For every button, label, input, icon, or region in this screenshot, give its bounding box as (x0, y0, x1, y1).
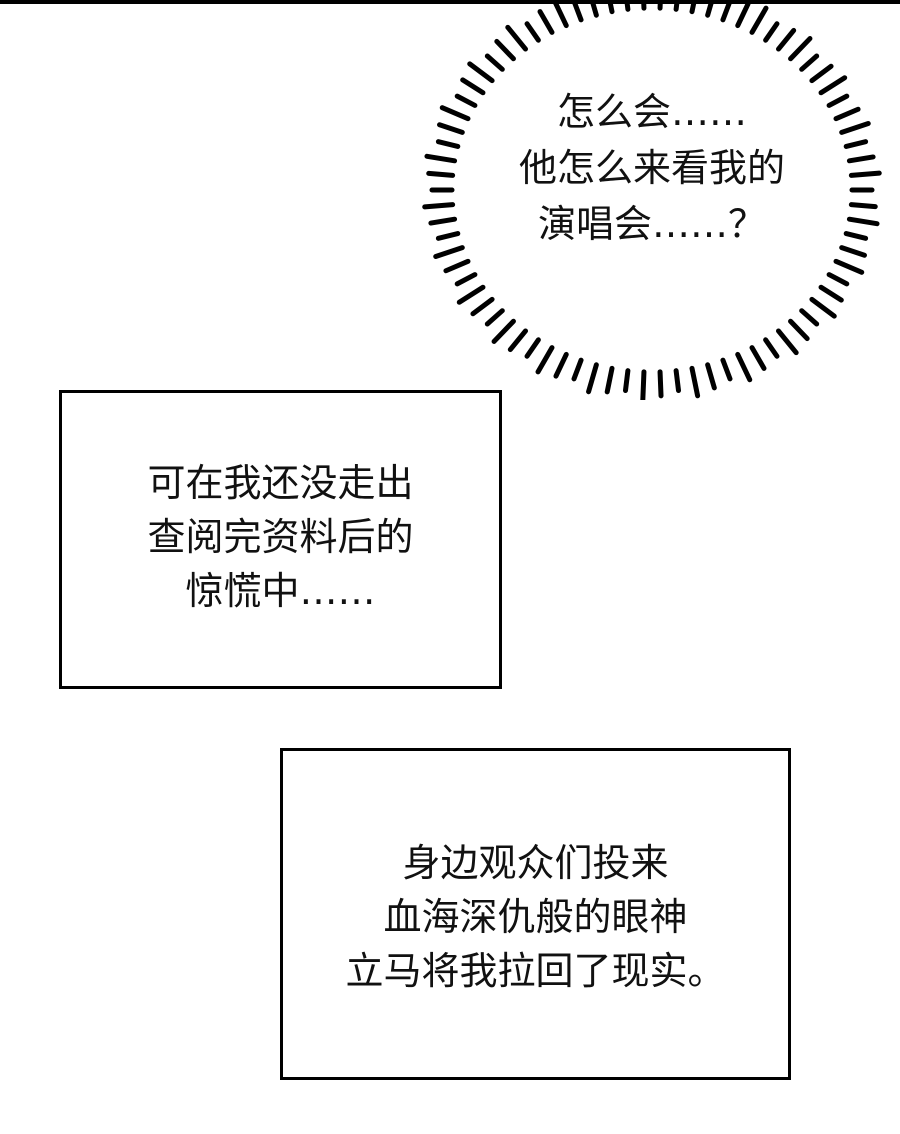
burst-stroke (705, 0, 715, 18)
burst-stroke (775, 27, 797, 52)
burst-stroke (439, 105, 471, 122)
burst-stroke (640, 369, 647, 400)
burst-stroke (491, 318, 516, 344)
burst-stroke (839, 120, 871, 135)
burst-stroke (657, 0, 663, 11)
speech-bubble-text: 怎么会…… 他怎么来看我的 演唱会……？ (452, 84, 852, 252)
burst-stroke (818, 75, 848, 96)
burst-stroke (571, 357, 584, 382)
burst-stroke (553, 351, 569, 379)
bubble-line: 他怎么来看我的 (518, 146, 785, 190)
burst-stroke (571, 0, 584, 23)
burst-stroke (735, 351, 753, 383)
caption-line: 惊慌中…… (185, 568, 376, 613)
burst-stroke (426, 170, 456, 178)
burst-stroke (624, 0, 631, 12)
burst-stroke (494, 38, 516, 62)
burst-stroke (537, 9, 555, 35)
caption-line: 血海深仇般的眼神 (383, 895, 688, 939)
burst-stroke (705, 362, 717, 391)
burst-stroke (689, 365, 701, 399)
burst-stroke (826, 272, 850, 287)
burst-stroke (788, 36, 813, 62)
burst-stroke (799, 53, 820, 72)
burst-stroke (809, 63, 834, 84)
burst-stroke (424, 153, 458, 164)
burst-stroke (720, 0, 733, 23)
burst-stroke (848, 170, 882, 178)
burst-stroke (470, 296, 495, 317)
burst-stroke (833, 258, 865, 275)
burst-stroke (846, 216, 880, 227)
burst-stroke (622, 368, 631, 394)
burst-stroke (524, 21, 541, 43)
bubble-line: 怎么会…… (556, 90, 747, 134)
burst-stroke (535, 345, 555, 375)
burst-stroke (818, 284, 844, 303)
burst-stroke (657, 369, 664, 399)
burst-stroke (435, 231, 461, 241)
burst-stroke (848, 202, 878, 210)
burst-stroke (720, 357, 733, 382)
burst-stroke (843, 139, 869, 149)
burst-stroke (673, 0, 680, 12)
burst-stroke (437, 122, 465, 135)
burst-stroke (443, 258, 471, 274)
burst-stroke (456, 284, 486, 305)
burst-stroke (775, 328, 799, 356)
emphasis-burst-bubble (422, 0, 882, 400)
burst-stroke (460, 77, 486, 96)
burst-stroke (505, 24, 529, 52)
burst-stroke (422, 202, 456, 210)
burst-stroke (788, 318, 810, 342)
burst-stroke (673, 368, 682, 394)
burst-stroke (763, 337, 780, 359)
bubble-line: 演唱会……？ (537, 202, 766, 246)
burst-stroke (749, 345, 767, 371)
caption-line: 身边观众们投来 (402, 841, 669, 885)
burst-stroke (484, 308, 505, 327)
burst-stroke (428, 216, 458, 226)
burst-stroke (524, 337, 541, 359)
burst-stroke (589, 0, 599, 18)
burst-stroke (735, 1, 751, 29)
burst-stroke (846, 154, 876, 164)
burst-stroke (763, 21, 780, 43)
caption-line: 立马将我拉回了现实。 (345, 949, 726, 993)
burst-stroke (833, 106, 861, 122)
burst-stroke (467, 61, 495, 84)
burst-stroke (454, 93, 478, 108)
burst-stroke (826, 93, 850, 108)
burst-stroke (507, 328, 529, 353)
panel-top-border (0, 0, 900, 4)
burst-stroke (551, 0, 569, 29)
caption-line: 可在我还没走出 (147, 460, 414, 505)
burst-stroke (749, 5, 769, 35)
burst-stroke (689, 0, 697, 15)
burst-stroke (839, 245, 867, 258)
burst-stroke (454, 272, 478, 287)
caption-line: 查阅完资料后的 (147, 514, 414, 559)
burst-stroke (586, 362, 599, 395)
burst-stroke (607, 0, 615, 15)
burst-stroke (843, 231, 869, 241)
burst-stroke (484, 53, 505, 72)
burst-stroke (433, 245, 465, 260)
burst-stroke (435, 139, 461, 149)
burst-stroke (604, 365, 615, 395)
burst-stroke (641, 0, 647, 11)
burst-stroke (809, 296, 837, 319)
narration-caption-box: 身边观众们投来 血海深仇般的眼神 立马将我拉回了现实。 (280, 748, 791, 1080)
narration-caption-box: 可在我还没走出 查阅完资料后的 惊慌中…… (59, 390, 502, 689)
burst-stroke (799, 308, 820, 327)
